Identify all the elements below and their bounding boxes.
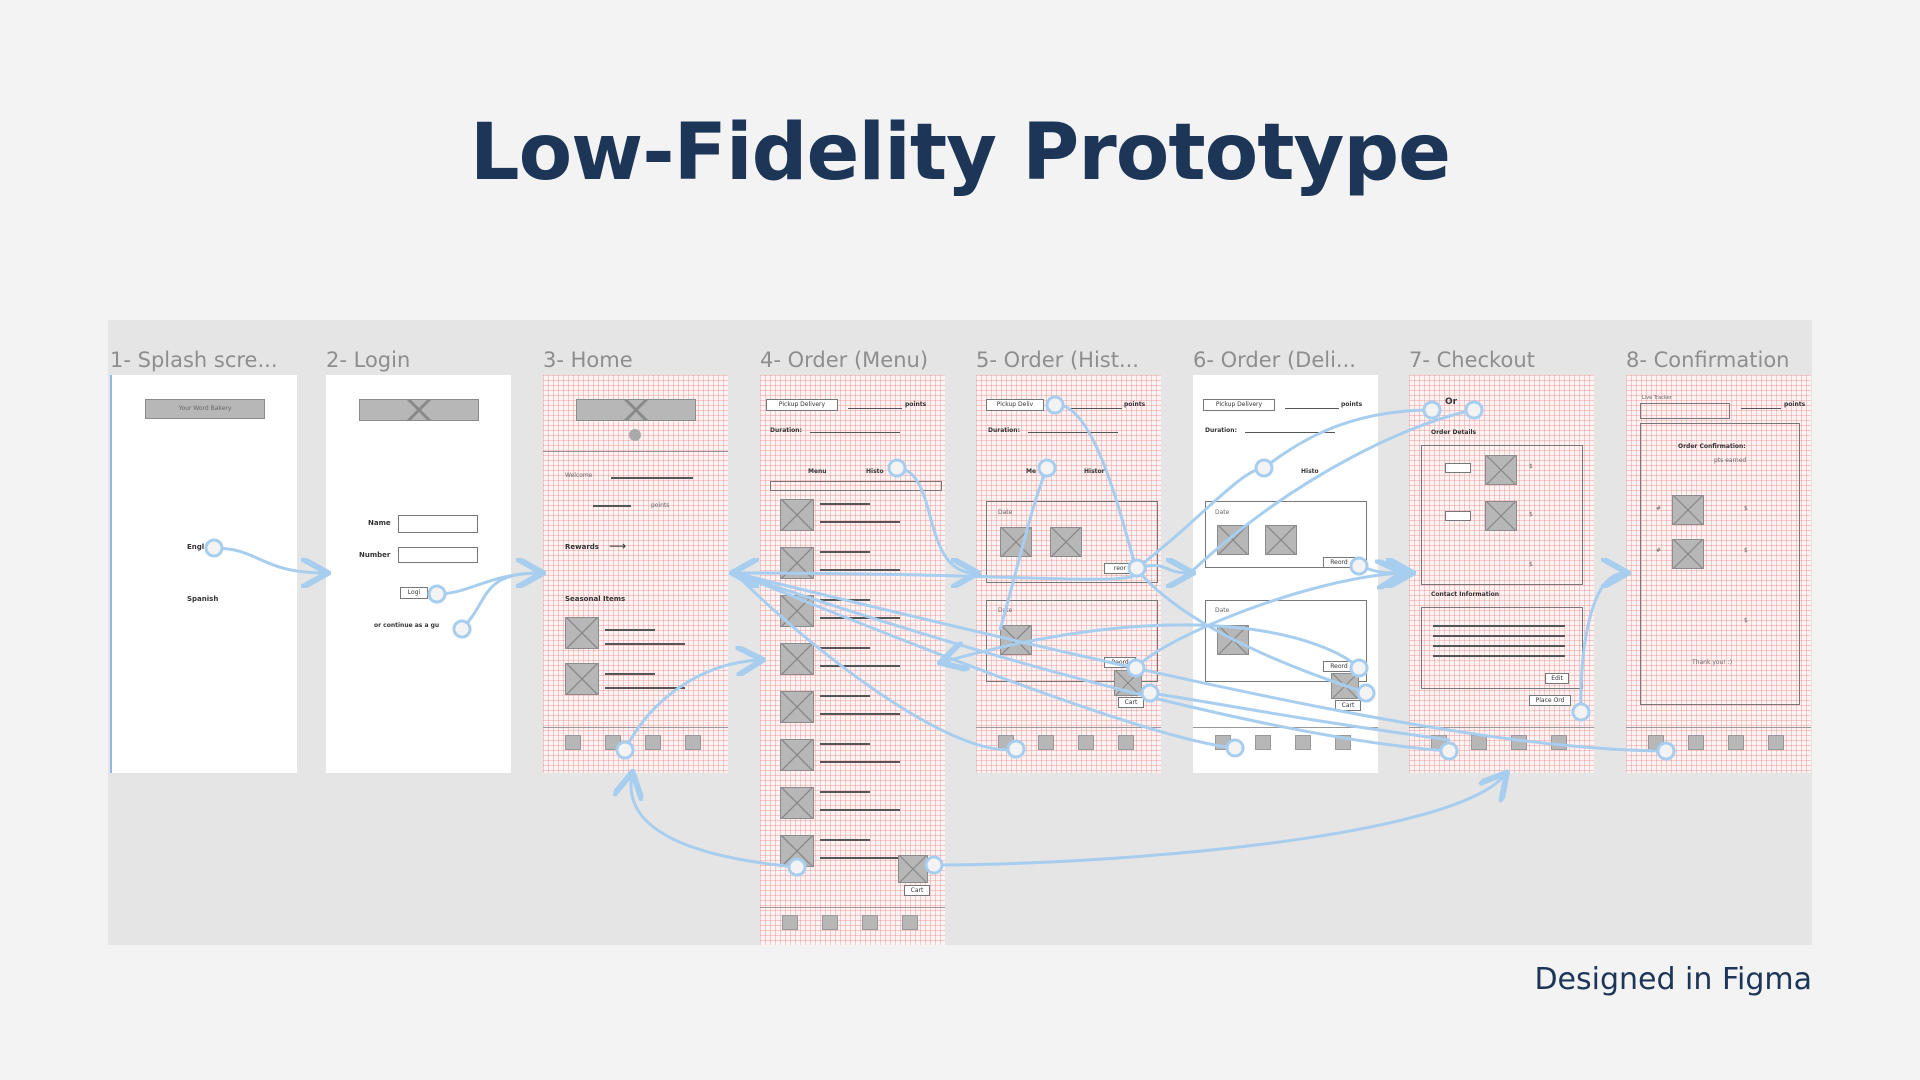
frame-order-history[interactable]: Pickup Deliv points Duration: Me Histor … — [976, 375, 1161, 773]
tab-menu[interactable]: Menu — [808, 468, 827, 475]
frame-label-confirmation: 8- Confirmation — [1626, 348, 1790, 372]
frame-order-menu[interactable]: Pickup Delivery points Duration: Menu Hi… — [760, 375, 945, 945]
banner-placeholder — [576, 399, 696, 421]
seasonal-item-image — [565, 663, 599, 695]
guest-link[interactable]: or continue as a gu — [374, 622, 440, 629]
tab-history[interactable]: Histo — [1301, 468, 1319, 475]
page-title: Low-Fidelity Prototype — [469, 108, 1451, 198]
frame-label-order-menu: 4- Order (Menu) — [760, 348, 929, 372]
figma-canvas: 1- Splash scre... 2- Login 3- Home 4- Or… — [108, 320, 1812, 945]
frame-confirmation[interactable]: Live Tracker points Order Confirmation: … — [1626, 375, 1811, 773]
tab-order-icon[interactable] — [605, 735, 621, 750]
rewards-link[interactable]: Rewards — [565, 543, 599, 551]
place-order-button[interactable]: Place Ord — [1529, 695, 1571, 706]
avatar-icon — [629, 429, 641, 441]
welcome-text: Welcome — [565, 472, 593, 479]
spanish-option[interactable]: Spanish — [187, 595, 219, 603]
english-option[interactable]: Engl — [187, 543, 205, 551]
tab-events-icon[interactable] — [862, 915, 878, 930]
pickup-delivery-toggle[interactable]: Pickup Delivery — [766, 399, 838, 411]
seasonal-heading: Seasonal Items — [565, 595, 626, 603]
tab-home-icon[interactable] — [565, 735, 581, 750]
number-field[interactable] — [398, 547, 478, 563]
designed-in-figma-note: Designed in Figma — [1534, 962, 1812, 997]
name-label: Name — [368, 519, 391, 527]
frame-login[interactable]: Name Number Logi or continue as a gu — [326, 375, 511, 773]
frame-label-order-history: 5- Order (Hist... — [976, 348, 1139, 372]
tab-menu[interactable]: Me — [1026, 468, 1037, 475]
arrow-right-icon: ⟶ — [609, 539, 627, 553]
tab-history[interactable]: Histor — [1084, 468, 1105, 475]
cart-icon[interactable] — [1331, 673, 1359, 699]
frame-label-order-delivery: 6- Order (Deli... — [1193, 348, 1356, 372]
number-label: Number — [359, 551, 391, 559]
frame-label-checkout: 7- Checkout — [1409, 348, 1535, 372]
frame-order-delivery[interactable]: Pickup Delivery points Duration: Histo D… — [1193, 375, 1378, 773]
frame-splash[interactable]: Your Word Bakery Engl Spanish — [110, 375, 297, 773]
login-button[interactable]: Logi — [400, 587, 428, 599]
points-text: points — [651, 502, 670, 509]
tab-history[interactable]: Histo — [866, 468, 884, 475]
logo-placeholder — [359, 399, 479, 421]
tab-events-icon[interactable] — [645, 735, 661, 750]
cart-icon[interactable] — [1114, 670, 1142, 696]
tab-home-icon[interactable] — [782, 915, 798, 930]
tab-profile-icon[interactable] — [902, 915, 918, 930]
frame-label-splash: 1- Splash scre... — [110, 348, 278, 372]
cart-button[interactable]: Cart — [904, 885, 930, 896]
cart-icon[interactable] — [898, 855, 928, 883]
frame-label-home: 3- Home — [543, 348, 633, 372]
frame-checkout[interactable]: Or Order Details $ $ $ Contact Informati… — [1409, 375, 1594, 773]
seasonal-item-image — [565, 617, 599, 649]
frame-home[interactable]: Welcome points Rewards ⟶ Seasonal Items — [543, 375, 728, 773]
frame-label-login: 2- Login — [326, 348, 411, 372]
tab-order-icon[interactable] — [822, 915, 838, 930]
logo-placeholder: Your Word Bakery — [145, 399, 265, 419]
tab-profile-icon[interactable] — [685, 735, 701, 750]
name-field[interactable] — [398, 515, 478, 533]
